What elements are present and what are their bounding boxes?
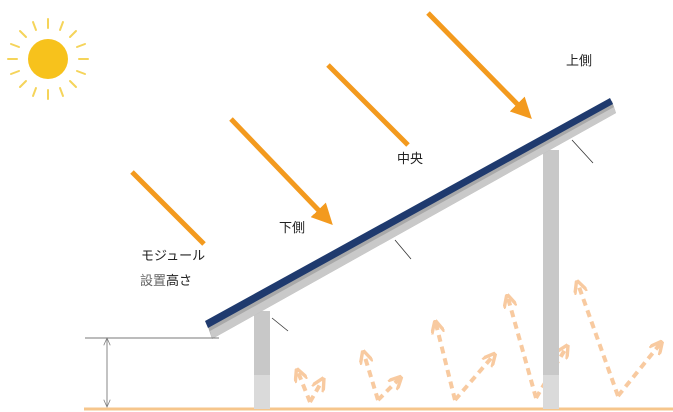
reflection-arrow: [436, 324, 457, 401]
label-module: モジュール: [141, 249, 206, 264]
reflection-arrow: [308, 381, 322, 403]
panel-module: [205, 98, 613, 328]
reflection-arrow: [376, 379, 399, 402]
panel-frame-shade: [210, 107, 616, 339]
incident-arrow-upper: [426, 11, 532, 119]
label-height: 高さ: [166, 274, 193, 289]
reflected-light-arrows: [298, 284, 660, 403]
incident-light-arrows: [130, 11, 532, 246]
incident-arrow-module: [130, 170, 206, 246]
label-upper: 上側: [566, 54, 593, 69]
rear-post: [543, 150, 559, 409]
front-edge-marker: [271, 317, 289, 332]
center-edge-marker: [394, 239, 412, 260]
incident-arrow-center: [326, 63, 410, 147]
reflection-arrow: [364, 354, 380, 401]
sun-icon: [7, 18, 89, 100]
reflection-arrow: [508, 298, 538, 399]
support-posts: [254, 150, 559, 409]
label-center: 中央: [397, 152, 424, 167]
front-post-base: [254, 375, 270, 409]
rear-edge-marker: [571, 139, 594, 164]
rear-post-base: [543, 375, 559, 409]
label-lower: 下側: [279, 221, 306, 236]
incident-arrow-lower: [229, 117, 333, 226]
reflection-arrow: [616, 344, 660, 398]
label-installation-height: 設置高さ: [140, 275, 192, 288]
solar-panel: [205, 98, 616, 339]
reflection-arrow: [298, 372, 312, 403]
height-dimension: [85, 338, 219, 407]
label-installation: 設置: [140, 274, 167, 289]
reflection-arrow: [578, 284, 620, 397]
reflection-arrow: [453, 356, 493, 402]
